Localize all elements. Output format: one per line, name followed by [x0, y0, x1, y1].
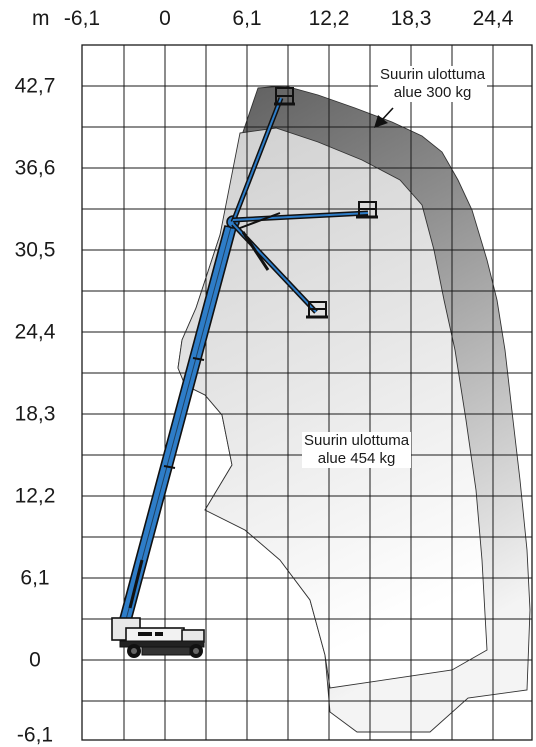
x-tick-label: 0	[159, 7, 171, 30]
pointer-arrow	[374, 107, 394, 128]
zone-label-454kg: Suurin ulottuma alue 454 kg	[302, 432, 412, 468]
x-tick-label: 18,3	[390, 7, 432, 30]
zone-label-line: Suurin ulottuma	[304, 432, 410, 449]
x-tick-label: 6,1	[232, 7, 262, 30]
y-tick-label: 30,5	[14, 238, 56, 262]
y-tick-label: 0	[29, 648, 41, 672]
y-tick-label: -6,1	[16, 723, 54, 747]
y-tick-label: 42,7	[14, 74, 56, 98]
grid	[81, 44, 533, 741]
platform-top	[274, 87, 295, 106]
y-tick-label: 24,4	[14, 320, 56, 344]
y-tick-label: 12,2	[14, 484, 56, 508]
zone-label-line: alue 300 kg	[393, 84, 472, 101]
boom-lift	[111, 87, 378, 658]
unit-label: m	[32, 7, 50, 30]
x-tick-label: 12,2	[308, 7, 350, 30]
zone-label-line: Suurin ulottuma	[380, 66, 486, 83]
y-tick-label: 18,3	[14, 402, 56, 426]
reach-zone-454kg	[177, 127, 488, 689]
y-tick-label: 6,1	[20, 566, 50, 590]
platform-lowered	[306, 301, 328, 319]
y-tick-label: 36,6	[14, 156, 56, 180]
zone-label-line: alue 454 kg	[317, 450, 396, 467]
lift-cylinder	[128, 559, 144, 609]
x-tick-label: -6,1	[63, 7, 101, 30]
x-tick-label: 24,4	[472, 7, 514, 30]
chassis	[111, 617, 205, 658]
zone-label-300kg: Suurin ulottuma alue 300 kg	[378, 66, 488, 102]
platform-horizontal	[356, 201, 378, 219]
